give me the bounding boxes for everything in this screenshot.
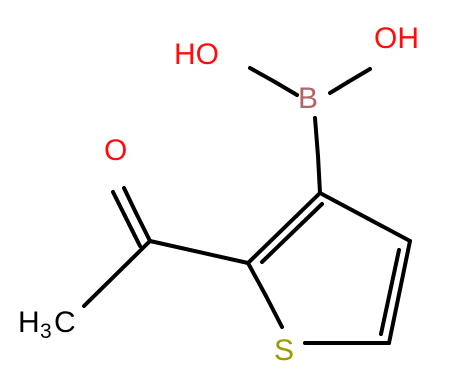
bond-b-o-left: [248, 66, 277, 84]
bond-s-c2-s: [264, 294, 284, 329]
bond-b-c3-c: [316, 154, 322, 195]
bond-ccarbonyl-o-b-o: [111, 190, 127, 218]
bonds: [82, 66, 412, 345]
atom-carbonyl-oxygen: O: [104, 134, 127, 167]
methyl-h: H: [18, 306, 40, 339]
atom-oh-right: OH: [374, 22, 419, 55]
bond-ccarbonyl-o-b: [123, 214, 142, 248]
bond-c4-c5-inner: [379, 248, 401, 336]
bond-b-c3-b: [313, 116, 320, 158]
bond-s-c2-c: [246, 261, 268, 298]
methyl-c: C: [54, 306, 76, 339]
atom-boron: B: [298, 82, 318, 115]
bond-b-o-right: [328, 80, 350, 95]
bond-c2-c3: [246, 191, 322, 265]
bond-c4-c5: [387, 239, 412, 345]
bond-c3-c4: [318, 191, 412, 243]
bond-ccarbonyl-ch3: [82, 239, 152, 308]
bond-ccarbonyl-o-a: [134, 211, 152, 243]
bond-b-o-right-o: [346, 67, 372, 84]
methyl-subscript: 3: [40, 320, 52, 343]
bond-c2-ccarbonyl: [148, 239, 250, 265]
atom-labels: HO OH B O S H 3 C: [18, 22, 419, 367]
bond-c2-c3-inner: [260, 202, 324, 264]
bond-ccarbonyl-o-a-o: [122, 186, 138, 215]
atom-methyl: H 3 C: [18, 306, 76, 343]
atom-sulfur: S: [274, 334, 294, 367]
bond-b-o-left-b: [273, 80, 299, 97]
atom-oh-left: HO: [174, 38, 219, 71]
